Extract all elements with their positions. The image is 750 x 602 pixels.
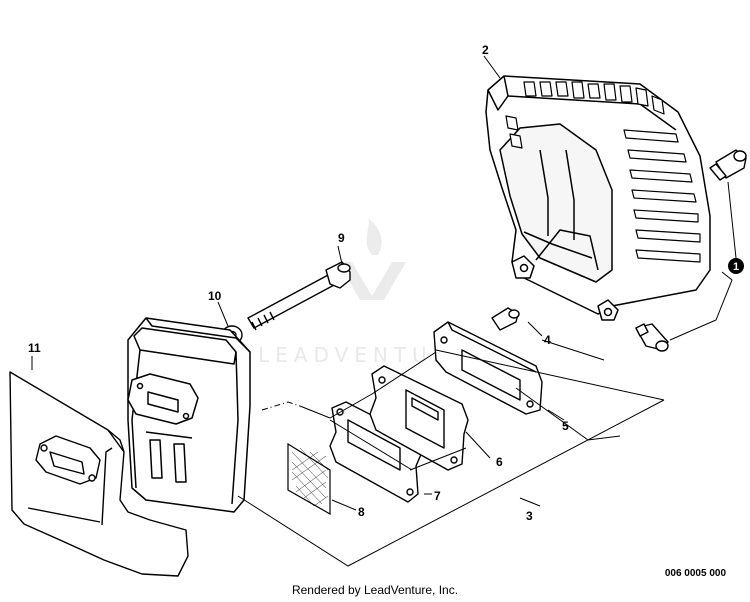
callout-1: 1	[733, 261, 739, 273]
callout-10: 10	[208, 289, 222, 303]
part-1-screw-upper	[709, 149, 747, 181]
part-8-spark-screen	[287, 442, 331, 516]
callout-4: 4	[544, 333, 551, 347]
leader-lines	[31, 55, 737, 567]
callout-5: 5	[562, 419, 569, 433]
part-1-screw-lower	[635, 323, 669, 352]
callout-labels: 2 9 10 11 4 5 6 7 8 3	[28, 43, 569, 523]
part-4-screw	[491, 307, 520, 331]
callout-9: 9	[338, 231, 345, 245]
callout-2: 2	[482, 43, 489, 57]
part-11-heat-shield	[9, 371, 189, 577]
callout-3: 3	[526, 509, 533, 523]
callout-7: 7	[434, 489, 441, 503]
callout-6: 6	[496, 455, 503, 469]
part-2-muffler-cover	[485, 75, 711, 321]
muffler-body	[127, 317, 251, 513]
diagram-part-code: 006 0005 000	[664, 568, 726, 579]
callout-1-badge: 1	[728, 258, 744, 274]
footer-credit: Rendered by LeadVenture, Inc.	[291, 583, 459, 597]
part-9-long-bolt	[247, 261, 351, 331]
callout-8: 8	[358, 505, 365, 519]
part-6-baffle-plate	[369, 365, 469, 471]
part-5-cover-plate	[433, 321, 543, 415]
callout-11: 11	[28, 341, 41, 355]
